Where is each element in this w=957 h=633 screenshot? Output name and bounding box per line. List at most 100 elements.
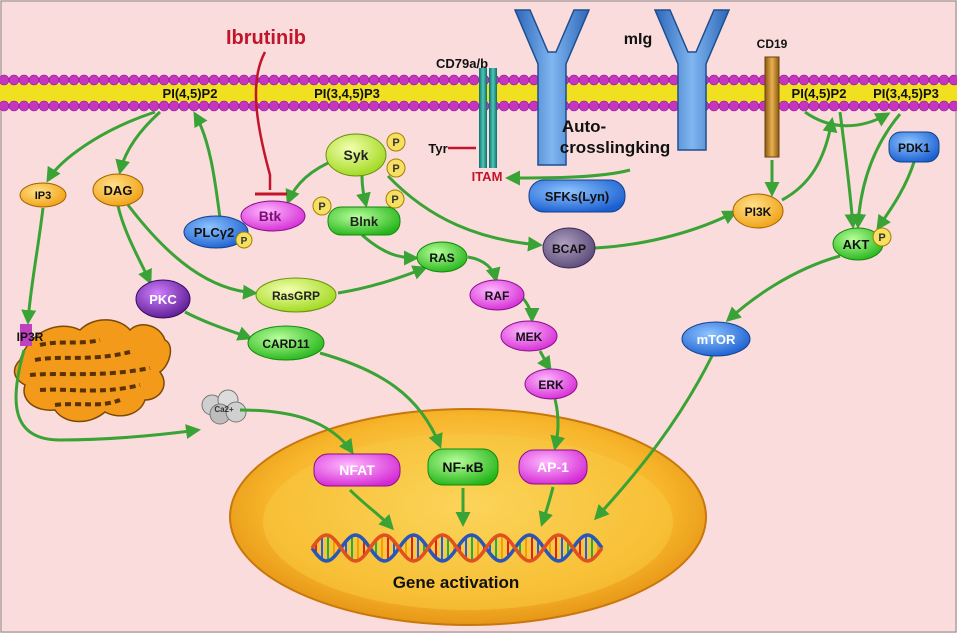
lipid-head — [588, 74, 600, 86]
lipid-head — [88, 74, 100, 86]
lipid-head — [58, 74, 70, 86]
lipid-head — [838, 100, 850, 112]
lipid-head — [0, 74, 10, 86]
er-body — [13, 319, 172, 423]
signal-arrow — [14, 349, 201, 442]
signal-arrow — [838, 111, 860, 229]
signal-arrow — [505, 168, 631, 186]
erk-shape — [524, 368, 578, 400]
lipid-head — [748, 100, 760, 112]
lipid-head — [158, 100, 170, 112]
lipid-head — [718, 100, 730, 112]
svg-text:P: P — [392, 137, 399, 149]
lipid-head — [218, 74, 230, 86]
signal-arrow — [781, 117, 838, 202]
lipid-head — [38, 74, 50, 86]
er-folds — [29, 338, 151, 407]
signal-arrow — [725, 254, 841, 323]
cd19-receptor — [764, 56, 780, 158]
endoplasmic-reticulum — [13, 319, 172, 423]
lipid-head — [438, 74, 450, 86]
autocrosslinking-label-line1: Auto- — [562, 117, 606, 136]
lipid-head — [348, 100, 360, 112]
lipid-head — [448, 74, 460, 86]
lipid-head — [408, 74, 420, 86]
lipid-head — [858, 74, 870, 86]
lipid-head — [888, 74, 900, 86]
lipid-head — [518, 74, 530, 86]
lipid-head — [498, 74, 510, 86]
lipid-head — [848, 100, 860, 112]
signal-arrow — [116, 205, 152, 285]
lipid-head — [268, 74, 280, 86]
lipid-head — [378, 74, 390, 86]
lipid-head — [658, 100, 670, 112]
lipid-head — [338, 74, 350, 86]
lipid-head — [868, 74, 880, 86]
drug-label: Ibrutinib — [226, 27, 306, 49]
lipid-head — [198, 100, 210, 112]
lipid-head — [608, 100, 620, 112]
lipid-head — [618, 74, 630, 86]
lipid-head — [98, 100, 110, 112]
lipid-head — [638, 74, 650, 86]
lipid-head — [28, 74, 40, 86]
ras-label: RAS — [429, 251, 454, 265]
lipid-head — [928, 74, 940, 86]
mek-label: MEK — [516, 330, 543, 344]
lipid-head — [578, 74, 590, 86]
lipid-head — [458, 74, 470, 86]
lipid-head — [268, 100, 280, 112]
lipid-head — [428, 100, 440, 112]
nfkb-label: NF-κB — [442, 459, 483, 475]
lipid-head — [828, 74, 840, 86]
lipid-head — [808, 74, 820, 86]
lipid-head — [258, 74, 270, 86]
phospho-badge: P — [235, 231, 253, 249]
card11-shape — [247, 325, 325, 361]
lipid-head — [708, 74, 720, 86]
signal-arrow — [21, 207, 45, 325]
blnk-label: Blnk — [350, 214, 379, 229]
lipid-head — [118, 100, 130, 112]
svg-text:P: P — [241, 236, 248, 247]
lipid-head — [838, 74, 850, 86]
lipid-head — [388, 74, 400, 86]
signal-arrow — [115, 110, 162, 175]
lipid-head — [508, 100, 520, 112]
lipid-head — [148, 74, 160, 86]
cd79a-chain — [479, 68, 487, 168]
nfkb-shape — [427, 448, 499, 486]
svg-text:P: P — [878, 232, 885, 244]
pkc-shape — [135, 279, 191, 319]
signal-arrow — [386, 174, 543, 252]
calcium-label: Ca2+ — [214, 405, 234, 414]
lipid-head — [418, 100, 430, 112]
lipid-head — [898, 74, 910, 86]
phospho-badge: P — [312, 196, 332, 216]
lipid-head — [168, 100, 180, 112]
lipid-head — [708, 100, 720, 112]
nfat-label: NFAT — [339, 462, 375, 478]
lipid-head — [908, 74, 920, 86]
lipid-head — [438, 100, 450, 112]
plcg2-label: PLCγ2 — [194, 225, 234, 240]
membrane-heads-top — [0, 74, 957, 86]
lipid-head — [178, 100, 190, 112]
mig-label: mIg — [624, 31, 652, 48]
mig-antibody-right — [653, 9, 731, 151]
lipid-head — [278, 100, 290, 112]
signal-arrow — [876, 161, 916, 231]
lipid-head — [598, 100, 610, 112]
lipid-head — [878, 74, 890, 86]
lipid-head — [728, 100, 740, 112]
lipid-head — [368, 100, 380, 112]
signaling-arrows — [14, 110, 916, 531]
lipid-head — [178, 74, 190, 86]
lipid-head — [568, 74, 580, 86]
lipid-head — [898, 100, 910, 112]
lipid-head — [228, 74, 240, 86]
lipid-head — [718, 74, 730, 86]
lipid-head — [918, 100, 930, 112]
lipid-head — [748, 74, 760, 86]
